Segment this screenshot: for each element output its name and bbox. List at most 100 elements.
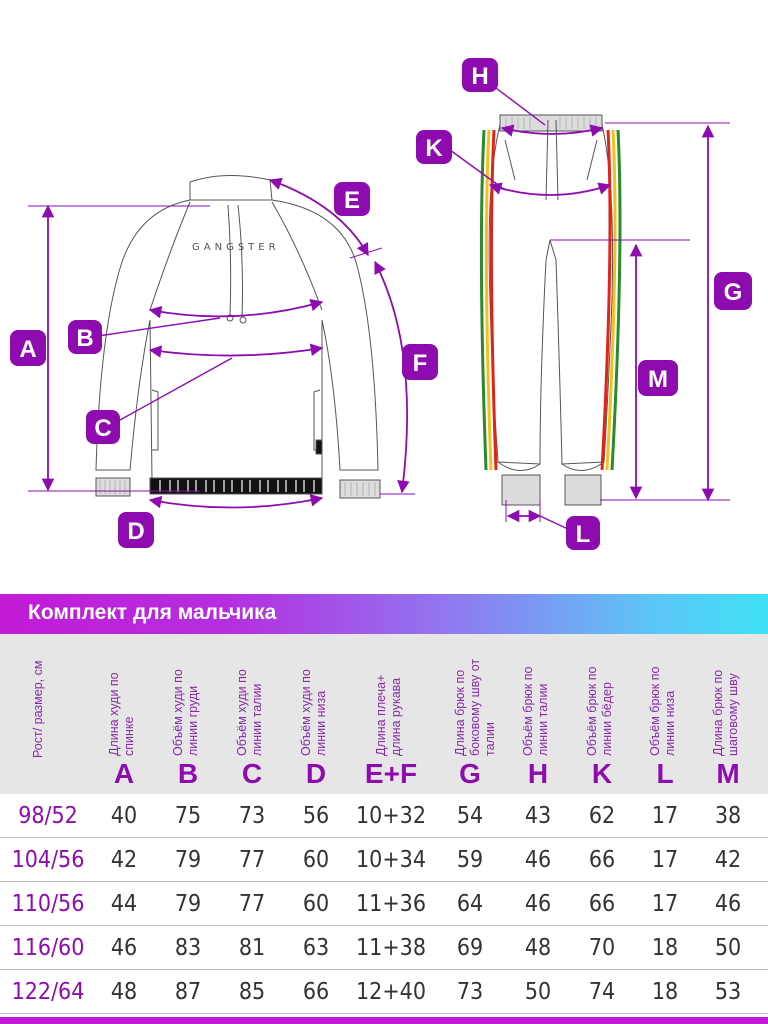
value-cell: 12+40	[356, 979, 426, 1005]
hoodie-drawing	[95, 175, 381, 499]
value-cell: 17	[651, 847, 679, 873]
size-cell: 116/60	[11, 935, 85, 961]
header-description: Длина брюк по шаговому шву	[711, 669, 740, 756]
value-cell: 46	[524, 847, 552, 873]
svg-text:K: K	[425, 135, 443, 162]
header-letter: B	[177, 758, 199, 789]
value-cell: 75	[174, 803, 202, 829]
value-cell: 11+36	[356, 891, 426, 917]
value-cell: 48	[110, 979, 138, 1005]
header-letter: A	[113, 758, 135, 789]
value-cell: 85	[238, 979, 266, 1005]
value-cell: 46	[714, 891, 742, 917]
header-letter: L	[656, 758, 674, 789]
bottom-accent-bar	[0, 1017, 768, 1024]
value-cell: 62	[588, 803, 616, 829]
brand-print: GANGSTER	[192, 242, 280, 253]
value-cell: 54	[456, 803, 484, 829]
header-description: Рост/ размер, см	[31, 660, 45, 758]
badge-e: E	[334, 182, 370, 216]
table-header	[0, 634, 768, 794]
value-cell: 66	[588, 891, 616, 917]
measurement-diagram: GANGSTER	[10, 58, 752, 550]
badge-g: G	[714, 272, 752, 310]
header-letter: M	[716, 758, 740, 789]
svg-text:D: D	[127, 518, 144, 545]
value-cell: 40	[110, 803, 138, 829]
title-banner: Комплект для мальчика	[0, 594, 768, 634]
badge-h: H	[462, 58, 498, 92]
value-cell: 43	[524, 803, 552, 829]
size-cell: 122/64	[11, 979, 85, 1005]
value-cell: 18	[651, 935, 679, 961]
svg-text:C: C	[94, 415, 111, 442]
svg-text:H: H	[471, 63, 488, 90]
value-cell: 87	[174, 979, 202, 1005]
value-cell: 46	[110, 935, 138, 961]
badge-l: L	[566, 516, 600, 550]
value-cell: 77	[238, 847, 266, 873]
header-letter: H	[527, 758, 549, 789]
row-divider	[0, 881, 768, 882]
svg-text:L: L	[576, 521, 591, 548]
value-cell: 59	[456, 847, 484, 873]
value-cell: 70	[588, 935, 616, 961]
value-cell: 17	[651, 803, 679, 829]
pants-drawing	[488, 114, 614, 506]
value-cell: 83	[174, 935, 202, 961]
value-cell: 60	[302, 847, 330, 873]
row-divider	[0, 1013, 768, 1014]
value-cell: 46	[524, 891, 552, 917]
value-cell: 42	[110, 847, 138, 873]
value-cell: 79	[174, 891, 202, 917]
svg-text:E: E	[344, 187, 360, 214]
header-description: Длина худи по спинке	[107, 672, 136, 756]
svg-text:F: F	[413, 350, 428, 377]
svg-text:M: M	[648, 366, 668, 393]
svg-text:A: A	[19, 336, 36, 363]
value-cell: 11+38	[356, 935, 426, 961]
header-description: Длина плеча+ длина рукава	[374, 674, 403, 756]
row-divider	[0, 925, 768, 926]
badge-d: D	[118, 512, 154, 548]
value-cell: 42	[714, 847, 742, 873]
header-col-0: Рост/ размер, см	[8, 634, 88, 794]
header-description: Объём брюк по линии талии	[521, 666, 550, 756]
value-cell: 50	[714, 935, 742, 961]
value-cell: 77	[238, 891, 266, 917]
header-description: Объём худи по линии талии	[235, 669, 264, 756]
value-cell: 50	[524, 979, 552, 1005]
header-description: Объём брюк по линии низа	[648, 666, 677, 756]
value-cell: 73	[456, 979, 484, 1005]
size-cell: 98/52	[18, 803, 78, 829]
value-cell: 44	[110, 891, 138, 917]
value-cell: 66	[588, 847, 616, 873]
svg-text:G: G	[724, 279, 743, 306]
badge-k: K	[416, 130, 452, 164]
badge-f: F	[402, 344, 438, 380]
badge-m: M	[638, 360, 678, 396]
value-cell: 18	[651, 979, 679, 1005]
row-divider	[0, 837, 768, 838]
value-cell: 74	[588, 979, 616, 1005]
header-description: Длина брюк по боковому шву от талии	[453, 658, 497, 756]
header-description: Объём брюк по линии бёдер	[585, 666, 614, 756]
value-cell: 10+32	[356, 803, 426, 829]
value-cell: 17	[651, 891, 679, 917]
header-letter: K	[591, 758, 613, 789]
value-cell: 73	[238, 803, 266, 829]
badge-a: A	[10, 330, 46, 366]
value-cell: 63	[302, 935, 330, 961]
header-description: Объём худи по линии груди	[171, 669, 200, 756]
value-cell: 38	[714, 803, 742, 829]
badge-c: C	[86, 410, 120, 444]
header-letter: E+F	[364, 758, 418, 789]
size-cell: 104/56	[11, 847, 85, 873]
value-cell: 56	[302, 803, 330, 829]
